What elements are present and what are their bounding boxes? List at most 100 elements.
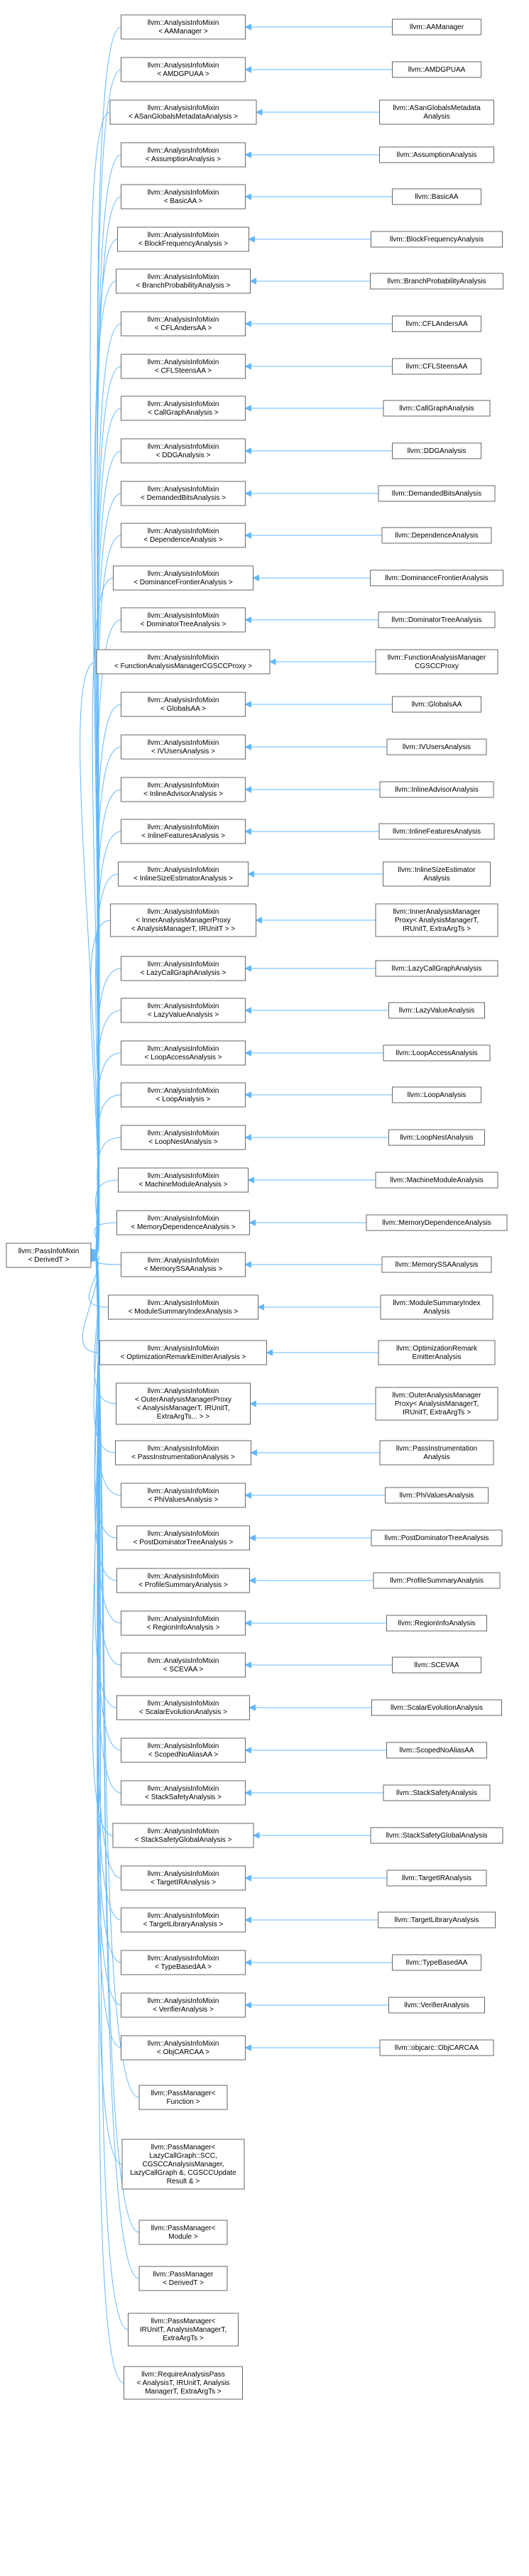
derived-class-d9[interactable]: llvm::CallGraphAnalysis: [383, 400, 491, 417]
derived-class-d41[interactable]: llvm::StackSafetyAnalysis: [383, 1784, 491, 1801]
derived-class-d45[interactable]: llvm::TypeBasedAA: [392, 1954, 481, 1971]
derived-class-d39[interactable]: llvm::ScalarEvolutionAnalysis: [371, 1699, 502, 1716]
mixin-class-m10[interactable]: llvm::AnalysisInfoMixin< DDGAnalysis >: [121, 438, 246, 464]
pass-manager-class-p3[interactable]: llvm::PassManager< DerivedT >: [138, 2266, 228, 2291]
derived-class-d38[interactable]: llvm::SCEVAA: [392, 1657, 481, 1674]
mixin-class-m47[interactable]: llvm::AnalysisInfoMixin< ObjCARCAA >: [121, 2035, 246, 2061]
derived-class-d4[interactable]: llvm::BasicAA: [392, 188, 481, 205]
derived-class-d3[interactable]: llvm::AssumptionAnalysis: [379, 146, 494, 163]
derived-class-d12[interactable]: llvm::DependenceAnalysis: [381, 527, 492, 544]
derived-class-d6[interactable]: llvm::BranchProbabilityAnalysis: [370, 273, 503, 290]
mixin-class-m27[interactable]: llvm::AnalysisInfoMixin< MachineModuleAn…: [118, 1167, 249, 1193]
mixin-class-m5[interactable]: llvm::AnalysisInfoMixin< BlockFrequencyA…: [117, 227, 249, 252]
mixin-class-m2[interactable]: llvm::AnalysisInfoMixin< ASanGlobalsMeta…: [109, 99, 257, 125]
derived-class-d37[interactable]: llvm::RegionInfoAnalysis: [386, 1615, 487, 1632]
mixin-class-m43[interactable]: llvm::AnalysisInfoMixin< TargetIRAnalysi…: [121, 1865, 246, 1891]
derived-class-d35[interactable]: llvm::PostDominatorTreeAnalysis: [371, 1529, 503, 1546]
pass-manager-class-p1[interactable]: llvm::PassManager<LazyCallGraph::SCC,CGS…: [121, 2139, 245, 2190]
derived-class-d42[interactable]: llvm::StackSafetyGlobalAnalysis: [370, 1827, 503, 1844]
derived-class-d30[interactable]: llvm::ModuleSummaryIndexAnalysis: [380, 1294, 493, 1320]
mixin-class-m11[interactable]: llvm::AnalysisInfoMixin< DemandedBitsAna…: [121, 481, 246, 506]
pass-manager-class-p5[interactable]: llvm::RequireAnalysisPass< AnalysisT, IR…: [124, 2366, 243, 2400]
mixin-class-m4[interactable]: llvm::AnalysisInfoMixin< BasicAA >: [121, 184, 246, 209]
mixin-class-m41[interactable]: llvm::AnalysisInfoMixin< StackSafetyAnal…: [121, 1780, 246, 1806]
derived-class-d16[interactable]: llvm::GlobalsAA: [392, 696, 481, 713]
mixin-class-m45[interactable]: llvm::AnalysisInfoMixin< TypeBasedAA >: [121, 1950, 246, 1975]
derived-class-d23[interactable]: llvm::LazyValueAnalysis: [388, 1002, 485, 1019]
mixin-class-m0[interactable]: llvm::AnalysisInfoMixin< AAManager >: [121, 14, 246, 40]
mixin-class-m36[interactable]: llvm::AnalysisInfoMixin< ProfileSummaryA…: [116, 1568, 250, 1593]
mixin-class-m39[interactable]: llvm::AnalysisInfoMixin< ScalarEvolution…: [116, 1695, 250, 1720]
mixin-class-m9[interactable]: llvm::AnalysisInfoMixin< CallGraphAnalys…: [121, 395, 246, 421]
derived-class-d33[interactable]: llvm::PassInstrumentationAnalysis: [379, 1440, 494, 1466]
derived-class-d5[interactable]: llvm::BlockFrequencyAnalysis: [371, 231, 503, 248]
derived-class-d29[interactable]: llvm::MemorySSAAnalysis: [381, 1256, 492, 1273]
mixin-class-m35[interactable]: llvm::AnalysisInfoMixin< PostDominatorTr…: [116, 1525, 250, 1551]
derived-class-d13[interactable]: llvm::DominanceFrontierAnalysis: [370, 569, 503, 586]
derived-class-d28[interactable]: llvm::MemoryDependenceAnalysis: [366, 1214, 508, 1231]
derived-class-d36[interactable]: llvm::ProfileSummaryAnalysis: [373, 1572, 501, 1589]
mixin-class-m34[interactable]: llvm::AnalysisInfoMixin< PhiValuesAnalys…: [121, 1483, 246, 1508]
derived-class-d17[interactable]: llvm::IVUsersAnalysis: [386, 738, 487, 755]
mixin-class-m33[interactable]: llvm::AnalysisInfoMixin< PassInstrumenta…: [115, 1440, 251, 1466]
derived-class-d20[interactable]: llvm::InlineSizeEstimatorAnalysis: [383, 861, 491, 887]
derived-class-d15[interactable]: llvm::FunctionAnalysisManagerCGSCCProxy: [375, 649, 498, 675]
pass-manager-class-p4[interactable]: llvm::PassManager<IRUnitT, AnalysisManag…: [128, 2313, 239, 2347]
mixin-class-m21[interactable]: llvm::AnalysisInfoMixin< InnerAnalysisMa…: [110, 903, 256, 937]
mixin-class-m6[interactable]: llvm::AnalysisInfoMixin< BranchProbabili…: [116, 268, 251, 294]
pass-manager-class-p2[interactable]: llvm::PassManager<Module >: [138, 2220, 228, 2245]
mixin-class-m31[interactable]: llvm::AnalysisInfoMixin< OptimizationRem…: [99, 1340, 267, 1365]
derived-class-d0[interactable]: llvm::AAManager: [392, 18, 481, 36]
mixin-class-m29[interactable]: llvm::AnalysisInfoMixin< MemorySSAAnalys…: [121, 1252, 246, 1277]
mixin-class-m14[interactable]: llvm::AnalysisInfoMixin< DominatorTreeAn…: [121, 607, 246, 633]
derived-class-d46[interactable]: llvm::VerifierAnalysis: [388, 1997, 485, 2014]
mixin-class-m22[interactable]: llvm::AnalysisInfoMixin< LazyCallGraphAn…: [121, 956, 246, 981]
mixin-class-m1[interactable]: llvm::AnalysisInfoMixin< AMDGPUAA >: [121, 57, 246, 82]
mixin-class-m40[interactable]: llvm::AnalysisInfoMixin< ScopedNoAliasAA…: [121, 1737, 246, 1763]
derived-class-d22[interactable]: llvm::LazyCallGraphAnalysis: [375, 960, 498, 977]
mixin-class-m23[interactable]: llvm::AnalysisInfoMixin< LazyValueAnalys…: [121, 998, 246, 1023]
derived-class-d31[interactable]: llvm::OptimizationRemarkEmitterAnalysis: [378, 1340, 496, 1365]
mixin-class-m20[interactable]: llvm::AnalysisInfoMixin< InlineSizeEstim…: [118, 861, 249, 887]
mixin-class-m38[interactable]: llvm::AnalysisInfoMixin< SCEVAA >: [121, 1652, 246, 1678]
derived-class-d32[interactable]: llvm::OuterAnalysisManagerProxy< Analysi…: [375, 1387, 498, 1421]
derived-class-d19[interactable]: llvm::InlineFeaturesAnalysis: [378, 823, 495, 840]
derived-class-d1[interactable]: llvm::AMDGPUAA: [392, 61, 481, 78]
mixin-class-m19[interactable]: llvm::AnalysisInfoMixin< InlineFeaturesA…: [121, 819, 246, 844]
derived-class-d44[interactable]: llvm::TargetLibraryAnalysis: [378, 1911, 496, 1928]
mixin-class-m24[interactable]: llvm::AnalysisInfoMixin< LoopAccessAnaly…: [121, 1040, 246, 1066]
derived-class-d14[interactable]: llvm::DominatorTreeAnalysis: [378, 611, 496, 628]
mixin-class-m3[interactable]: llvm::AnalysisInfoMixin< AssumptionAnaly…: [121, 142, 246, 168]
mixin-class-m18[interactable]: llvm::AnalysisInfoMixin< InlineAdvisorAn…: [121, 777, 246, 802]
mixin-class-m30[interactable]: llvm::AnalysisInfoMixin< ModuleSummaryIn…: [108, 1294, 258, 1320]
mixin-class-m13[interactable]: llvm::AnalysisInfoMixin< DominanceFronti…: [113, 565, 253, 591]
derived-class-d43[interactable]: llvm::TargetIRAnalysis: [386, 1870, 487, 1887]
mixin-class-m16[interactable]: llvm::AnalysisInfoMixin< GlobalsAA >: [121, 692, 246, 717]
mixin-class-m8[interactable]: llvm::AnalysisInfoMixin< CFLSteensAA >: [121, 354, 246, 379]
mixin-class-m17[interactable]: llvm::AnalysisInfoMixin< IVUsersAnalysis…: [121, 734, 246, 760]
mixin-class-m32[interactable]: llvm::AnalysisInfoMixin< OuterAnalysisMa…: [116, 1382, 251, 1425]
mixin-class-m46[interactable]: llvm::AnalysisInfoMixin< VerifierAnalysi…: [121, 1992, 246, 2018]
mixin-class-m15[interactable]: llvm::AnalysisInfoMixin< FunctionAnalysi…: [96, 649, 271, 675]
mixin-class-m37[interactable]: llvm::AnalysisInfoMixin< RegionInfoAnaly…: [121, 1610, 246, 1636]
derived-class-d34[interactable]: llvm::PhiValuesAnalysis: [385, 1487, 489, 1504]
derived-class-d11[interactable]: llvm::DemandedBitsAnalysis: [378, 485, 496, 502]
derived-class-d21[interactable]: llvm::InnerAnalysisManagerProxy< Analysi…: [375, 903, 498, 937]
derived-class-d25[interactable]: llvm::LoopAnalysis: [392, 1086, 481, 1103]
derived-class-d2[interactable]: llvm::ASanGlobalsMetadataAnalysis: [379, 99, 494, 125]
mixin-class-m26[interactable]: llvm::AnalysisInfoMixin< LoopNestAnalysi…: [121, 1125, 246, 1150]
derived-class-d18[interactable]: llvm::InlineAdvisorAnalysis: [379, 781, 494, 798]
mixin-class-m44[interactable]: llvm::AnalysisInfoMixin< TargetLibraryAn…: [121, 1907, 246, 1933]
mixin-class-m7[interactable]: llvm::AnalysisInfoMixin< CFLAndersAA >: [121, 311, 246, 337]
mixin-class-m42[interactable]: llvm::AnalysisInfoMixin< StackSafetyGlob…: [112, 1823, 254, 1848]
derived-class-d10[interactable]: llvm::DDGAnalysis: [392, 442, 481, 459]
pass-manager-class-p0[interactable]: llvm::PassManager<Function >: [138, 2085, 228, 2110]
mixin-class-m28[interactable]: llvm::AnalysisInfoMixin< MemoryDependenc…: [116, 1210, 250, 1235]
derived-class-d8[interactable]: llvm::CFLSteensAA: [392, 358, 481, 375]
root-class-root[interactable]: llvm::PassInfoMixin< DerivedT >: [6, 1243, 92, 1268]
derived-class-d27[interactable]: llvm::MachineModuleAnalysis: [375, 1172, 498, 1189]
derived-class-d40[interactable]: llvm::ScopedNoAliasAA: [386, 1742, 487, 1759]
derived-class-d26[interactable]: llvm::LoopNestAnalysis: [388, 1129, 485, 1146]
mixin-class-m25[interactable]: llvm::AnalysisInfoMixin< LoopAnalysis >: [121, 1082, 246, 1108]
derived-class-d24[interactable]: llvm::LoopAccessAnalysis: [383, 1044, 491, 1061]
